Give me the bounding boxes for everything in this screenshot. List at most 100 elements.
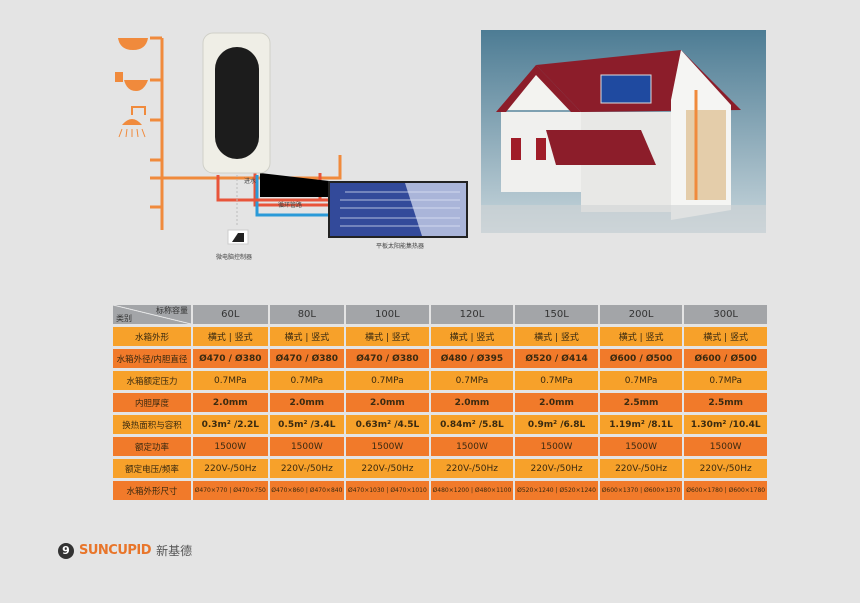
header-corner-bottom: 类别 xyxy=(116,314,132,323)
column-header: 100L xyxy=(346,305,429,324)
table-cell: Ø470 / Ø380 xyxy=(269,349,345,368)
table-cell: 0.7MPa xyxy=(346,371,429,390)
table-cell: 横式 | 竖式 xyxy=(193,327,268,346)
table-cell: Ø600 / Ø500 xyxy=(599,349,683,368)
table-cell: 横式 | 竖式 xyxy=(430,327,514,346)
table-cell: 220V-/50Hz xyxy=(684,459,767,478)
table-cell: 0.5m² /3.4L xyxy=(269,415,345,434)
table-cell: Ø520 / Ø414 xyxy=(515,349,598,368)
table-cell: 1500W xyxy=(599,437,683,456)
table-cell: 1.19m² /8.1L xyxy=(599,415,683,434)
cold-pipe xyxy=(253,173,330,207)
spec-table: 标称容量 类别 60L 80L 100L 120L 150L 200L 300L… xyxy=(111,302,769,503)
table-cell: 1500W xyxy=(193,437,268,456)
table-cell: 横式 | 竖式 xyxy=(599,327,683,346)
table-cell: Ø470×1030 | Ø470×1010 xyxy=(346,481,429,500)
table-cell: 2.5mm xyxy=(599,393,683,412)
table-cell: 220V-/50Hz xyxy=(430,459,514,478)
brand-name-cn: 新基德 xyxy=(156,544,193,558)
collector-label: 平板太阳能集热器 xyxy=(376,243,425,250)
table-cell: 2.0mm xyxy=(430,393,514,412)
table-cell: Ø520×1240 | Ø520×1240 xyxy=(515,481,598,500)
column-header: 80L xyxy=(269,305,345,324)
table-cell: 220V-/50Hz xyxy=(599,459,683,478)
water-pipes xyxy=(150,36,342,230)
row-label: 水箱外径/内胆直径 xyxy=(113,349,191,368)
table-cell: 0.7MPa xyxy=(599,371,683,390)
table-cell: 1500W xyxy=(269,437,345,456)
table-cell: 2.0mm xyxy=(193,393,268,412)
house-illustration xyxy=(481,30,766,233)
header-corner-top: 标称容量 xyxy=(156,306,188,315)
table-cell: 横式 | 竖式 xyxy=(684,327,767,346)
column-header: 150L xyxy=(515,305,598,324)
table-cell: 1.30m² /10.4L xyxy=(684,415,767,434)
table-cell: 0.9m² /6.8L xyxy=(515,415,598,434)
table-cell: 220V-/50Hz xyxy=(193,459,268,478)
table-cell: 1500W xyxy=(684,437,767,456)
column-header: 120L xyxy=(430,305,514,324)
controller-label: 微电脑控制器 xyxy=(216,254,253,261)
table-cell: 0.7MPa xyxy=(684,371,767,390)
table-cell: Ø480 / Ø395 xyxy=(430,349,514,368)
row-label: 换热面积与容积 xyxy=(113,415,191,434)
table-cell: 1500W xyxy=(346,437,429,456)
bathtub-icon xyxy=(118,38,148,50)
table-cell: 2.0mm xyxy=(515,393,598,412)
row-label: 内胆厚度 xyxy=(113,393,191,412)
table-cell: Ø600×1370 | Ø600×1370 xyxy=(599,481,683,500)
table-cell: 横式 | 竖式 xyxy=(269,327,345,346)
table-cell: 220V-/50Hz xyxy=(346,459,429,478)
inlet-label: 进水 xyxy=(244,178,257,185)
row-label: 水箱外形 xyxy=(113,327,191,346)
table-cell: 0.7MPa xyxy=(193,371,268,390)
row-label: 额定电压/频率 xyxy=(113,459,191,478)
tank-window xyxy=(215,47,259,159)
table-cell: 横式 | 竖式 xyxy=(515,327,598,346)
table-cell: Ø600 / Ø500 xyxy=(684,349,767,368)
table-cell: 1500W xyxy=(515,437,598,456)
column-header: 60L xyxy=(193,305,268,324)
table-cell: 0.7MPa xyxy=(515,371,598,390)
table-cell: 0.7MPa xyxy=(430,371,514,390)
header-corner: 标称容量 类别 xyxy=(113,305,191,324)
table-cell: Ø470 / Ø380 xyxy=(193,349,268,368)
pipe-label: 循环管路 xyxy=(278,202,303,209)
column-header: 300L xyxy=(684,305,767,324)
table-cell: Ø470×770 | Ø470×750 xyxy=(193,481,268,500)
footer-logo: 9 SUNCUPID 新基德 xyxy=(58,542,192,559)
table-cell: Ø480×1200 | Ø480×1100 xyxy=(430,481,514,500)
page-number: 9 xyxy=(58,542,74,559)
table-cell: Ø600×1780 | Ø600×1780 xyxy=(684,481,767,500)
row-label: 水箱额定压力 xyxy=(113,371,191,390)
table-cell: Ø470 / Ø380 xyxy=(346,349,429,368)
table-row: 水箱外形横式 | 竖式横式 | 竖式横式 | 竖式横式 | 竖式横式 | 竖式横… xyxy=(113,327,767,346)
table-cell: 220V-/50Hz xyxy=(269,459,345,478)
table-cell: 2.0mm xyxy=(269,393,345,412)
table-cell: 0.7MPa xyxy=(269,371,345,390)
table-cell: 2.0mm xyxy=(346,393,429,412)
table-cell: 0.63m² /4.5L xyxy=(346,415,429,434)
table-cell: Ø470×860 | Ø470×840 xyxy=(269,481,345,500)
table-header-row: 标称容量 类别 60L 80L 100L 120L 150L 200L 300L xyxy=(113,305,767,324)
table-cell: 2.5mm xyxy=(684,393,767,412)
table-cell: 0.3m² /2.2L xyxy=(193,415,268,434)
column-header: 200L xyxy=(599,305,683,324)
table-cell: 横式 | 竖式 xyxy=(346,327,429,346)
table-cell: 220V-/50Hz xyxy=(515,459,598,478)
brand-name: SUNCUPID xyxy=(79,543,152,558)
table-cell: 1500W xyxy=(430,437,514,456)
row-label: 额定功率 xyxy=(113,437,191,456)
row-label: 水箱外形尺寸 xyxy=(113,481,191,500)
washbasin-icon xyxy=(115,72,148,91)
shower-icon xyxy=(118,106,146,138)
system-diagram xyxy=(115,32,468,245)
table-cell: 0.84m² /5.8L xyxy=(430,415,514,434)
